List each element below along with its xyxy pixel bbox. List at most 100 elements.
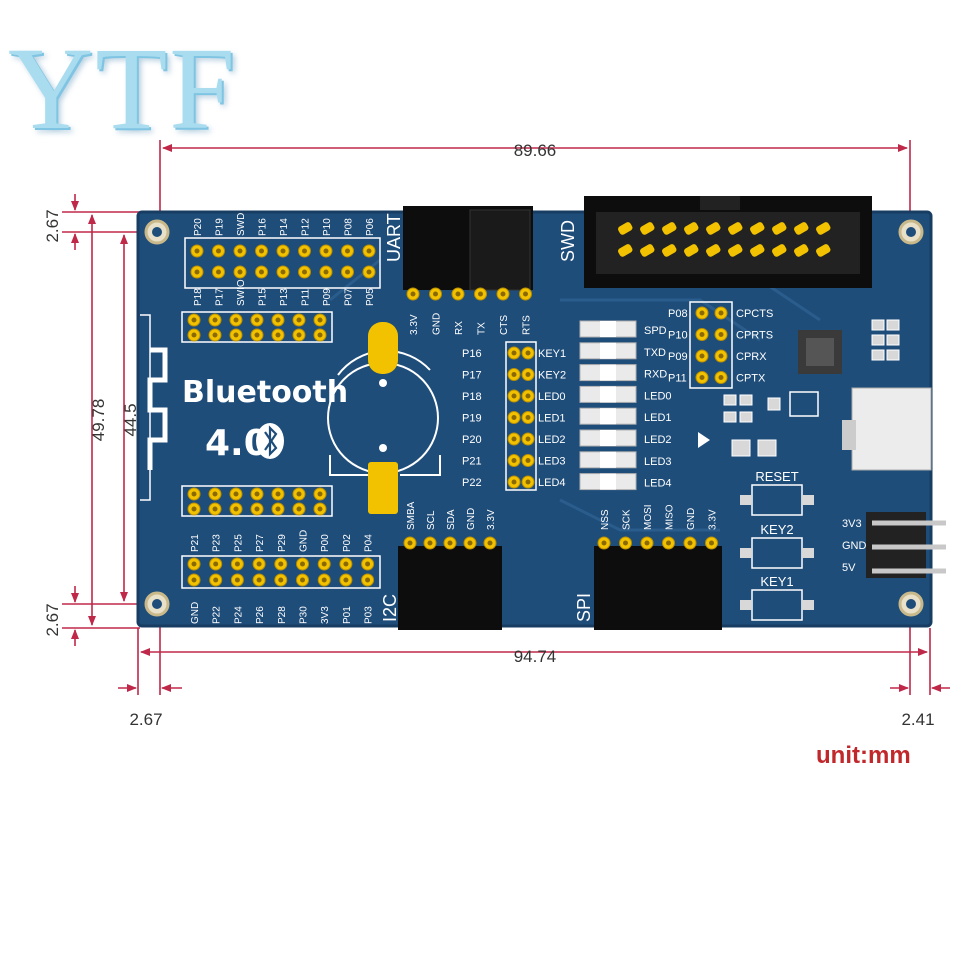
bottom-row-pin-label: P09 xyxy=(322,288,333,306)
unit-label: unit:mm xyxy=(816,742,911,769)
i2c-pin-label: GND xyxy=(466,508,477,530)
mid-pin-label-right: LED0 xyxy=(538,391,566,403)
swd-pin xyxy=(684,222,699,235)
mid-pin-label-left: P17 xyxy=(462,370,482,382)
battery-holder xyxy=(327,322,441,514)
mounting-holes xyxy=(144,219,924,617)
bottom-row-pin-label: P17 xyxy=(215,288,226,306)
uart-pin-label: GND xyxy=(432,313,443,335)
status-led-label: TXD xyxy=(644,347,666,359)
dim-top-width: 89.66 xyxy=(514,141,557,160)
bottom-row-pin-label: P11 xyxy=(301,289,312,306)
power-pin-label: 3V3 xyxy=(842,518,862,530)
right-pin-label-right: CPCTS xyxy=(736,308,773,320)
swd-pin xyxy=(794,244,809,257)
bottom-row-pin-label: P13 xyxy=(279,288,290,306)
bottom-pin-label-upper: P02 xyxy=(342,534,353,552)
swd-pin xyxy=(772,244,787,257)
board-title: Bluetooth xyxy=(182,375,348,410)
bottom-pin-label-lower: 3V3 xyxy=(320,606,331,624)
top-pin-label: P19 xyxy=(215,218,226,236)
mid-pin-label-right: LED4 xyxy=(538,477,566,489)
top-pin-label: P08 xyxy=(344,218,355,236)
bottom-pin-label-lower: P24 xyxy=(233,606,244,624)
right-pin-label-left: P08 xyxy=(668,308,688,320)
mid-pin-label-right: KEY2 xyxy=(538,370,566,382)
dim-bottom-right-margin: 2.41 xyxy=(901,710,934,729)
bottom-pin-label-lower: P03 xyxy=(364,606,375,624)
mid-pin-label-right: KEY1 xyxy=(538,348,566,360)
dim-height-outer: 49.78 xyxy=(89,399,108,442)
uart-pin-label: 3.3V xyxy=(409,314,420,335)
bottom-row-pin-label: P15 xyxy=(258,288,269,306)
spi-pin-label: 3.3V xyxy=(708,509,719,530)
bottom-row-pin-label: P07 xyxy=(344,288,355,306)
swd-pin xyxy=(618,222,633,235)
i2c-pin-label: SDA xyxy=(446,509,457,530)
mid-pin-label-left: P18 xyxy=(462,391,482,403)
status-led-label: SPD xyxy=(644,325,667,337)
mid-pin-label-right: LED1 xyxy=(538,413,566,425)
right-pin-label-right: CPRTS xyxy=(736,330,773,342)
bottom-row-pin-label: P05 xyxy=(365,288,376,306)
top-pin-label: P12 xyxy=(301,218,312,236)
swd-pin xyxy=(706,222,721,235)
bottom-pin-label-upper: P00 xyxy=(320,534,331,552)
swd-pin xyxy=(662,244,677,257)
right-pin-label-left: P09 xyxy=(668,351,688,363)
bottom-pin-label-upper: P21 xyxy=(190,534,201,552)
mid-pin-label-left: P22 xyxy=(462,477,482,489)
brand-logo: YTF xyxy=(8,23,237,154)
bottom-pin-label-upper: P25 xyxy=(233,534,244,552)
uart-pin-label: RTS xyxy=(522,315,533,335)
bottom-pin-label-lower: GND xyxy=(190,602,201,624)
right-pin-label-right: CPRX xyxy=(736,351,767,363)
dim-bottom-left-margin: 2.67 xyxy=(129,710,162,729)
dim-top-left-offset: 2.67 xyxy=(43,209,62,242)
swd-pin xyxy=(706,244,721,257)
push-button-label: KEY2 xyxy=(760,522,793,537)
swd-pin xyxy=(816,244,831,257)
bottom-row-pin-label: SWIO xyxy=(236,279,247,306)
spi-pin-label: SCK xyxy=(622,509,633,530)
swd-pin xyxy=(772,222,787,235)
i2c-label: I2C xyxy=(380,594,400,622)
push-button-label: RESET xyxy=(755,469,798,484)
i2c-pin-label: SMBA xyxy=(406,501,417,530)
bottom-pin-label-upper: P23 xyxy=(212,534,223,552)
swd-header: SWD xyxy=(558,196,872,288)
status-led-label: LED2 xyxy=(644,434,672,446)
usb-connector xyxy=(851,387,932,471)
bottom-pin-label-upper: P27 xyxy=(255,534,266,552)
top-pin-label: P06 xyxy=(365,218,376,236)
swd-pin xyxy=(728,222,743,235)
bottom-pin-label-upper: GND xyxy=(299,530,310,552)
bottom-pin-label-lower: P22 xyxy=(212,606,223,624)
swd-pin xyxy=(794,222,809,235)
right-pin-label-left: P11 xyxy=(668,373,687,385)
status-led-label: RXD xyxy=(644,369,667,381)
top-pin-label: P16 xyxy=(258,218,269,236)
swd-pin xyxy=(662,222,677,235)
spi-pin-label: MOSI xyxy=(643,504,654,530)
power-pin-label: 5V xyxy=(842,562,856,574)
swd-pin xyxy=(684,244,699,257)
spi-label: SPI xyxy=(574,593,594,622)
dimension-lines xyxy=(62,140,950,695)
status-led-label: LED0 xyxy=(644,390,672,402)
top-pin-label: SWD xyxy=(236,213,247,236)
status-leds xyxy=(579,320,637,491)
uart-label: UART xyxy=(384,213,404,262)
mid-pin-label-right: LED3 xyxy=(538,456,566,468)
right-pin-label-right: CPTX xyxy=(736,373,766,385)
bottom-pin-label-lower: P28 xyxy=(277,606,288,624)
swd-pin xyxy=(750,222,765,235)
